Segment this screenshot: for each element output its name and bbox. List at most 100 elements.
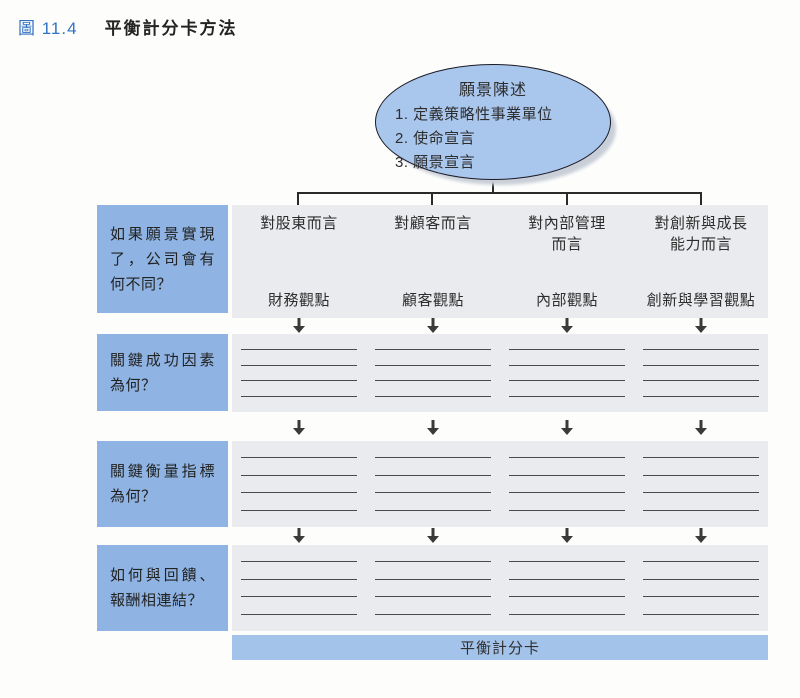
down-arrow-icon [560,420,574,435]
blank-write-in-line [643,509,759,511]
blank-write-in-line [375,396,491,398]
blank-write-in-line [643,596,759,598]
header-shareholders: 對股東而言 [260,215,338,232]
blank-write-in-line [509,492,625,494]
question-box-measures: 關鍵衡量指標為何？ [97,441,228,527]
blank-write-in-line [643,613,759,615]
blank-write-in-line [643,492,759,494]
blank-write-in-line [375,457,491,459]
question-box-rewards: 如何與回饋、報酬相連結？ [97,545,228,631]
vision-ellipse-title: 願景陳述 [458,82,527,99]
blank-write-in-line [509,613,625,615]
down-arrow-icon [292,420,306,435]
blank-lines-cell [366,441,500,527]
perspective-customer: 顧客觀點 [401,292,464,309]
balanced-scorecard-bar: 平衡計分卡 [232,635,768,660]
blank-lines-cell [232,545,366,631]
arrow-row [232,420,768,435]
connector-stem-line [492,180,494,193]
blank-write-in-line [375,596,491,598]
blank-lines-cell [500,545,634,631]
blank-write-in-line [241,578,357,580]
blank-lines-section-success-factors [232,334,768,412]
blank-lines-cell [634,545,768,631]
blank-write-in-line [643,578,759,580]
blank-write-in-line [643,561,759,563]
vision-items-list: 1. 定義策略性事業單位 2. 使命宣言 3. 願景宣言 [376,103,610,175]
header-internal-management: 對內部管理 而言 [528,215,606,253]
blank-write-in-line [241,474,357,476]
blank-write-in-line [241,457,357,459]
vision-item: 1. 定義策略性事業單位 [395,106,553,123]
question-box-success-factors: 關鍵成功因素為何？ [97,334,228,411]
blank-write-in-line [375,492,491,494]
down-arrow-icon [426,528,440,543]
question-box-vision: 如果願景實現了，公司會有何不同？ [97,205,228,313]
down-arrow-icon [560,528,574,543]
blank-lines-cell [634,334,768,412]
blank-write-in-line [375,348,491,350]
blank-write-in-line [241,348,357,350]
blank-lines-cell [500,441,634,527]
connector-tick-line [297,192,299,206]
blank-write-in-line [509,396,625,398]
connector-tick-line [566,192,568,206]
blank-write-in-line [241,596,357,598]
blank-lines-cell [366,545,500,631]
down-arrow-icon [292,318,306,333]
blank-write-in-line [643,364,759,366]
vision-item: 2. 使命宣言 [395,130,476,147]
blank-lines-section-measures [232,441,768,527]
blank-lines-cell [366,334,500,412]
arrow-row [232,318,768,333]
down-arrow-icon [694,318,708,333]
connector-tick-line [700,192,702,206]
blank-lines-cell [232,441,366,527]
blank-write-in-line [241,509,357,511]
blank-lines-cell [634,441,768,527]
down-arrow-icon [694,420,708,435]
blank-write-in-line [643,396,759,398]
blank-write-in-line [375,613,491,615]
blank-write-in-line [241,561,357,563]
down-arrow-icon [426,318,440,333]
blank-write-in-line [241,380,357,382]
down-arrow-icon [560,318,574,333]
blank-write-in-line [509,509,625,511]
header-customers: 對顧客而言 [394,215,472,232]
perspectives-header-panel: 對股東而言 對顧客而言 對內部管理 而言 對創新與成長 能力而言 財務觀點 顧客… [232,205,768,318]
blank-write-in-line [509,596,625,598]
header-innovation-growth: 對創新與成長 能力而言 [654,215,748,253]
blank-write-in-line [509,561,625,563]
blank-lines-cell [500,334,634,412]
blank-write-in-line [643,380,759,382]
down-arrow-icon [694,528,708,543]
blank-write-in-line [509,364,625,366]
blank-write-in-line [241,396,357,398]
blank-write-in-line [375,380,491,382]
blank-write-in-line [375,474,491,476]
blank-write-in-line [643,474,759,476]
blank-lines-cell [232,334,366,412]
arrow-row [232,528,768,543]
blank-write-in-line [375,578,491,580]
down-arrow-icon [292,528,306,543]
blank-write-in-line [643,457,759,459]
balanced-scorecard-label: 平衡計分卡 [459,640,540,657]
blank-lines-section-rewards [232,545,768,631]
figure-caption: 圖 11.4 平衡計分卡方法 [18,14,238,39]
connector-horizontal-line [297,192,702,194]
blank-write-in-line [241,492,357,494]
blank-write-in-line [509,457,625,459]
figure-number: 圖 11.4 [18,19,78,38]
perspective-innovation-learning: 創新與學習觀點 [646,292,756,309]
blank-write-in-line [375,509,491,511]
down-arrow-icon [426,420,440,435]
blank-write-in-line [375,364,491,366]
blank-write-in-line [509,474,625,476]
figure-title: 平衡計分卡方法 [104,19,238,38]
blank-write-in-line [509,380,625,382]
blank-write-in-line [375,561,491,563]
vision-statement-ellipse: 願景陳述 1. 定義策略性事業單位 2. 使命宣言 3. 願景宣言 [375,64,611,180]
connector-tick-line [431,192,433,206]
